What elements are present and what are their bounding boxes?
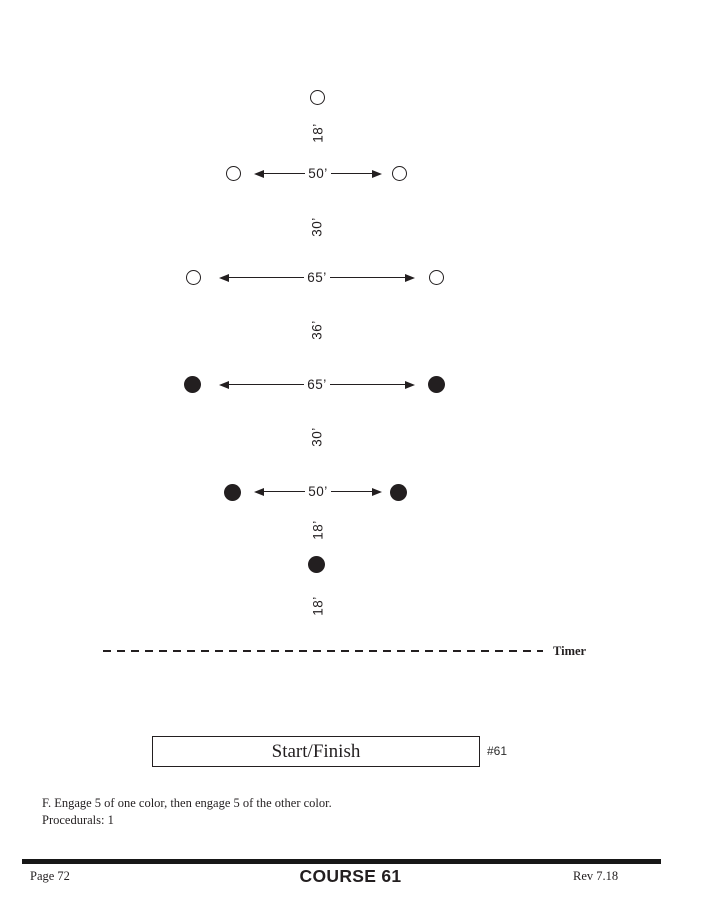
timer-dashed-line [103, 650, 543, 653]
target-open-top [310, 90, 325, 105]
distance-label: 65’ [307, 377, 327, 392]
stage-number: #61 [487, 744, 508, 758]
dimension-arrow-row2: 65’ [219, 270, 416, 285]
gap-distance-label: 18’ [310, 520, 326, 540]
target-filled-bottom [308, 556, 325, 573]
arrowhead-left-icon [219, 273, 229, 282]
target-filled-row3-right [428, 376, 445, 393]
gap-distance-label: 18’ [310, 596, 326, 616]
target-filled-row4-right [390, 484, 407, 501]
gap-distance-label: 18’ [310, 123, 326, 143]
procedurals-count: Procedurals: 1 [42, 813, 114, 828]
course-notes: F. Engage 5 of one color, then engage 5 … [42, 795, 332, 830]
target-open-row1-right [392, 166, 407, 181]
target-open-row1-left [226, 166, 241, 181]
timer-label: Timer [553, 644, 587, 658]
target-filled-row4-left [224, 484, 241, 501]
arrowhead-left-icon [254, 169, 264, 178]
arrowhead-left-icon [254, 487, 264, 496]
dimension-arrow-row3: 65’ [219, 377, 416, 392]
arrowhead-right-icon [405, 273, 416, 282]
start-finish-box: Start/Finish [152, 736, 480, 767]
distance-label: 65’ [307, 270, 327, 285]
distance-label: 50’ [308, 484, 328, 499]
target-filled-row3-left [184, 376, 201, 393]
arrowhead-right-icon [405, 380, 416, 389]
gap-distance-label: 36’ [309, 320, 325, 340]
start-finish-label: Start/Finish [271, 740, 361, 762]
target-open-row2-left [186, 270, 201, 285]
footer-rule [22, 859, 661, 864]
target-open-row2-right [429, 270, 444, 285]
arrowhead-left-icon [219, 380, 229, 389]
footer-revision: Rev 7.18 [573, 869, 619, 883]
course-instruction: F. Engage 5 of one color, then engage 5 … [42, 796, 332, 810]
distance-label: 50’ [308, 166, 328, 181]
gap-distance-label: 30’ [309, 427, 325, 447]
gap-distance-label: 30’ [309, 217, 325, 237]
footer-page-number: Page 72 [30, 869, 70, 883]
arrowhead-right-icon [372, 487, 383, 496]
dimension-arrow-row1: 50’ [254, 166, 383, 181]
arrowhead-right-icon [372, 169, 383, 178]
dimension-arrow-row4: 50’ [254, 484, 383, 499]
footer-course-title: COURSE 61 [299, 866, 402, 886]
